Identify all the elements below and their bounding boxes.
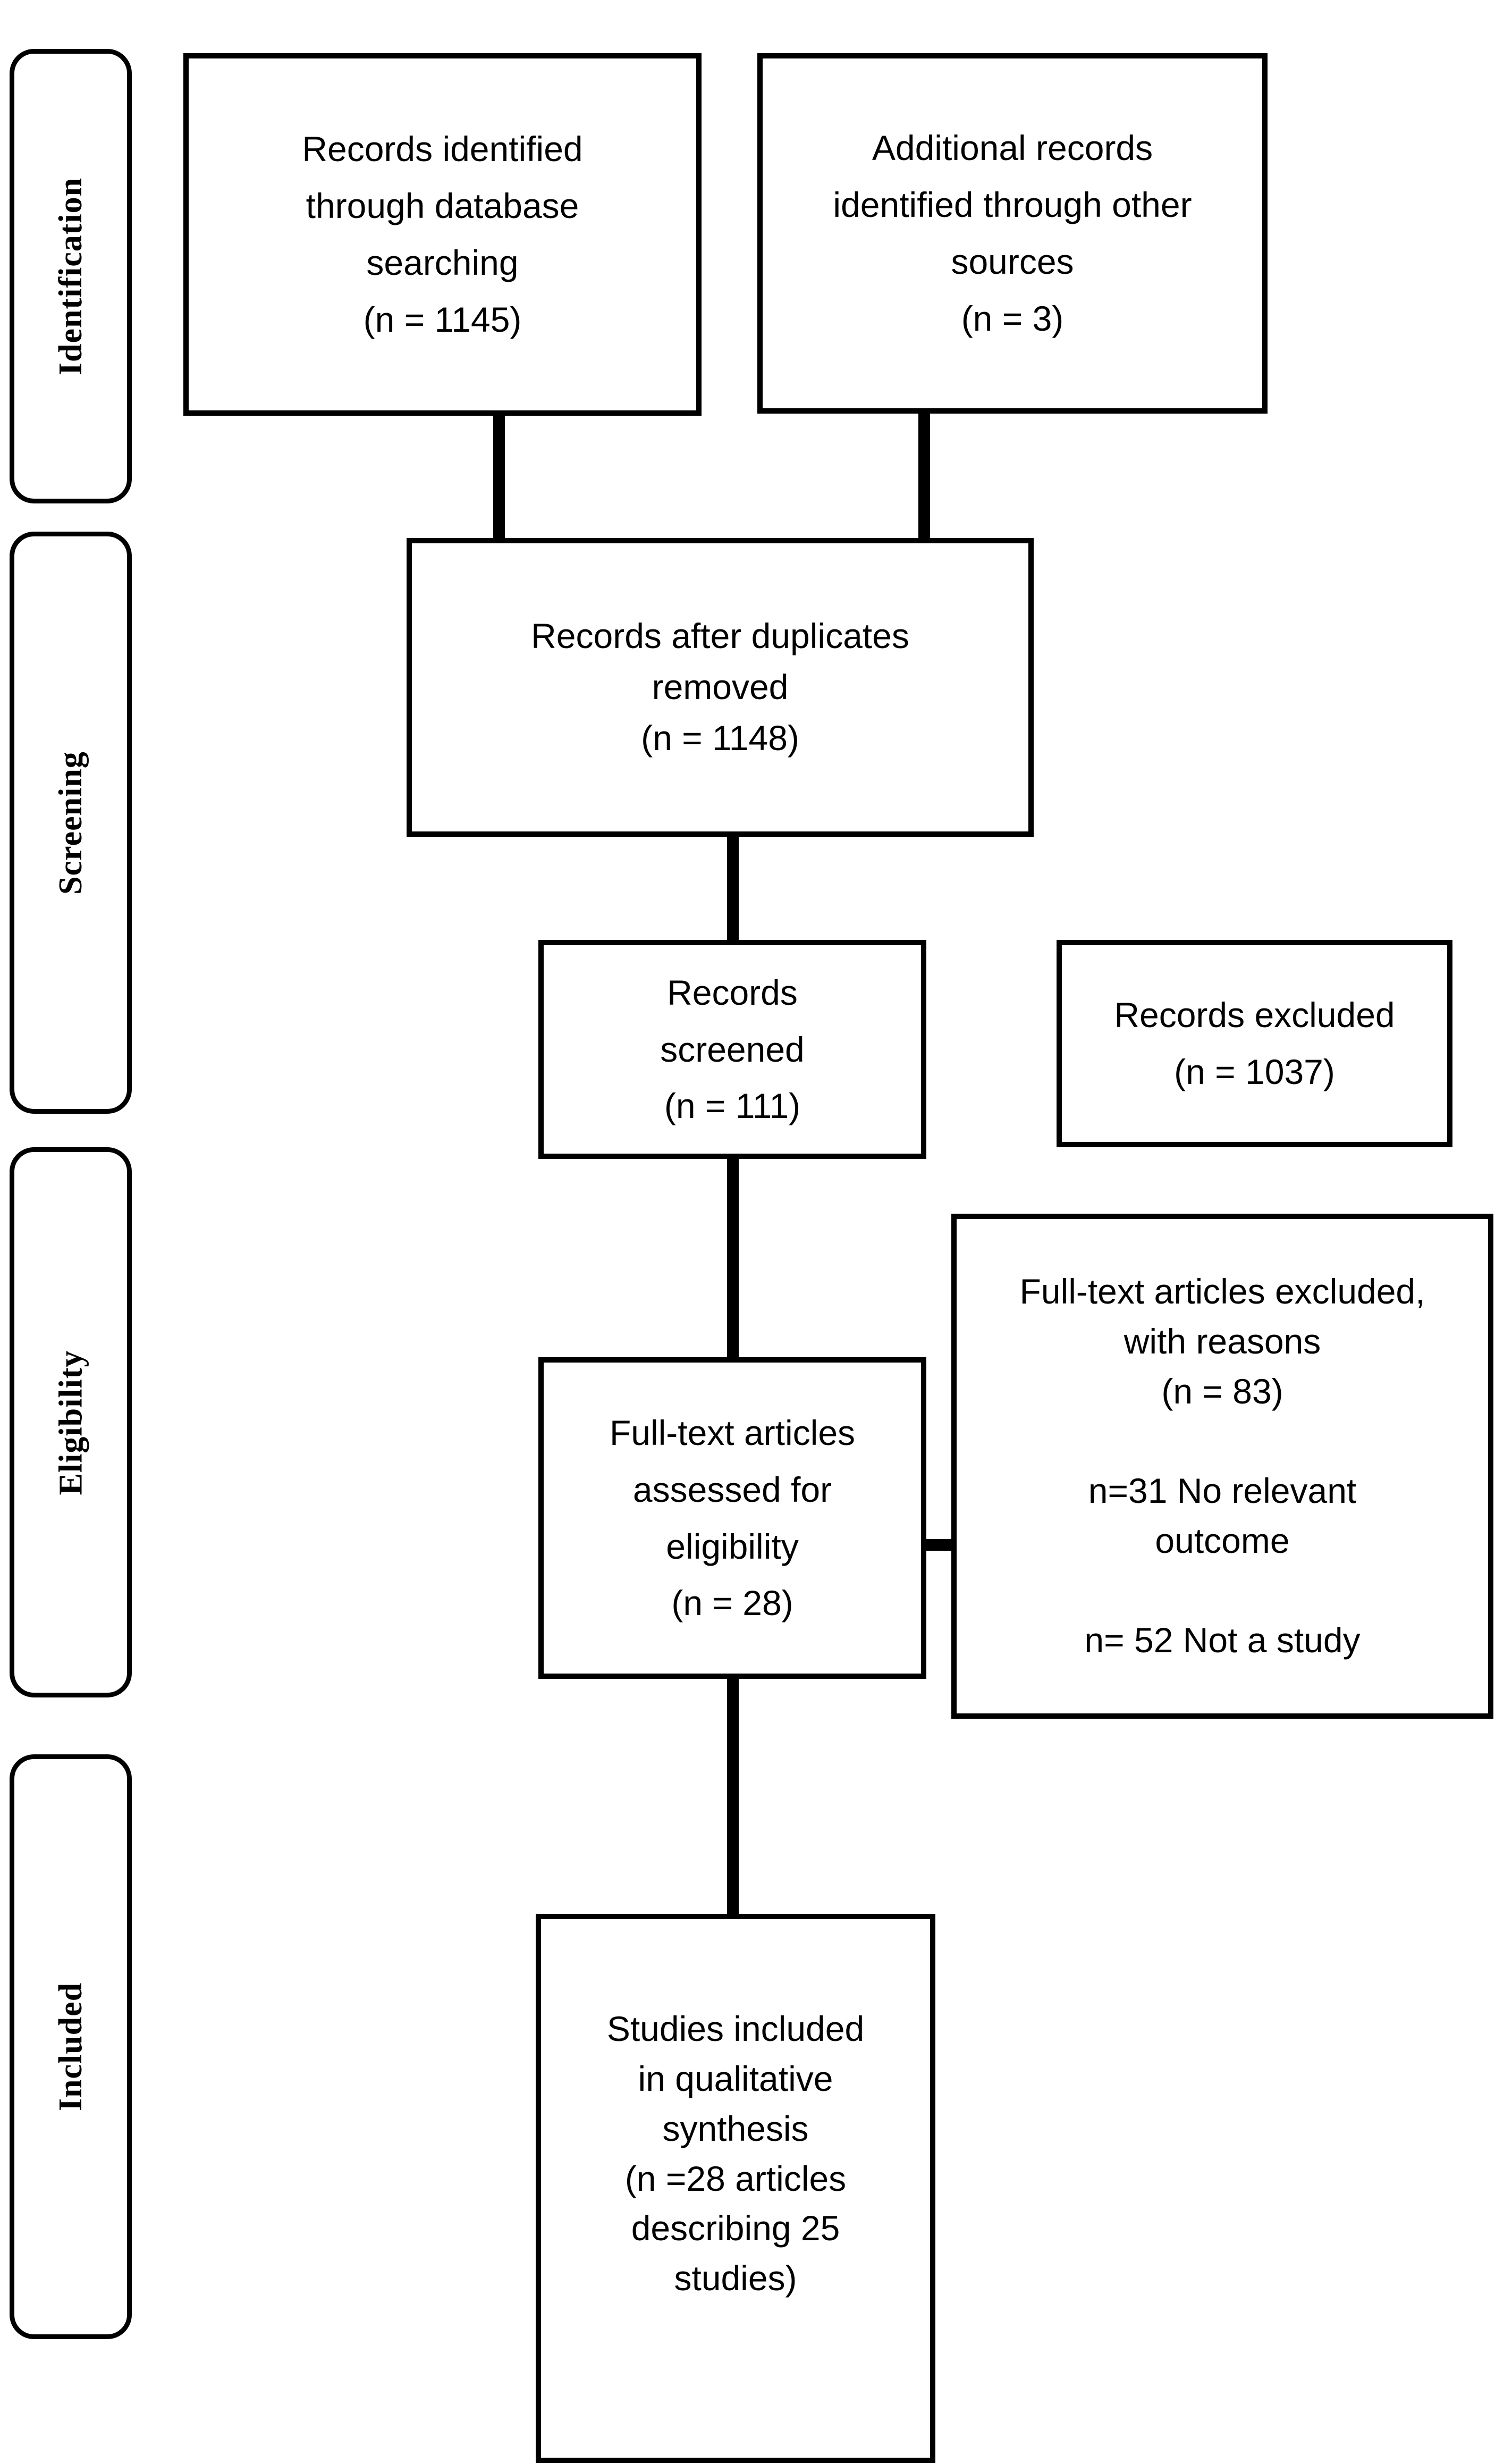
box-records-identified-database-text: Records identified through database sear… [302,129,583,339]
stage-label-identification-text: Identification [53,177,89,375]
box-records-excluded: Records excluded (n = 1037) [1057,940,1452,1147]
box-full-text-assessed-text: Full-text articles assessed for eligibil… [609,1413,856,1623]
stage-label-identification: Identification [10,49,132,503]
connector-assessed-to-included [727,1675,739,1916]
stage-label-eligibility: Eligibility [10,1147,132,1697]
stage-label-included: Included [10,1754,132,2339]
connector-additional-to-duplicates [918,410,930,542]
stage-label-screening: Screening [10,532,132,1114]
stage-label-included-text: Included [53,1982,89,2112]
box-studies-included-text: Studies included in qualitative synthesi… [606,2009,865,2298]
box-additional-records-other-sources: Additional records identified through ot… [757,53,1268,414]
stage-label-eligibility-text: Eligibility [53,1350,89,1495]
box-studies-included: Studies included in qualitative synthesi… [536,1914,935,2463]
box-records-excluded-text: Records excluded (n = 1037) [1114,995,1395,1091]
box-records-after-duplicates-removed: Records after duplicates removed (n = 11… [407,538,1034,837]
box-full-text-assessed: Full-text articles assessed for eligibil… [538,1357,926,1679]
box-additional-records-other-sources-text: Additional records identified through ot… [833,128,1192,338]
box-records-screened: Records screened (n = 111) [538,940,926,1159]
connector-screened-to-assessed [727,1154,739,1364]
stage-label-screening-text: Screening [53,751,89,895]
box-records-screened-text: Records screened (n = 111) [660,972,805,1126]
box-records-identified-database: Records identified through database sear… [183,53,702,416]
box-records-after-duplicates-removed-text: Records after duplicates removed (n = 11… [531,616,909,758]
connector-identified-to-duplicates [493,415,505,542]
connector-duplicates-to-screened [727,829,739,944]
box-full-text-excluded-text: Full-text articles excluded, with reason… [1019,1272,1425,1660]
box-full-text-excluded: Full-text articles excluded, with reason… [951,1214,1493,1719]
